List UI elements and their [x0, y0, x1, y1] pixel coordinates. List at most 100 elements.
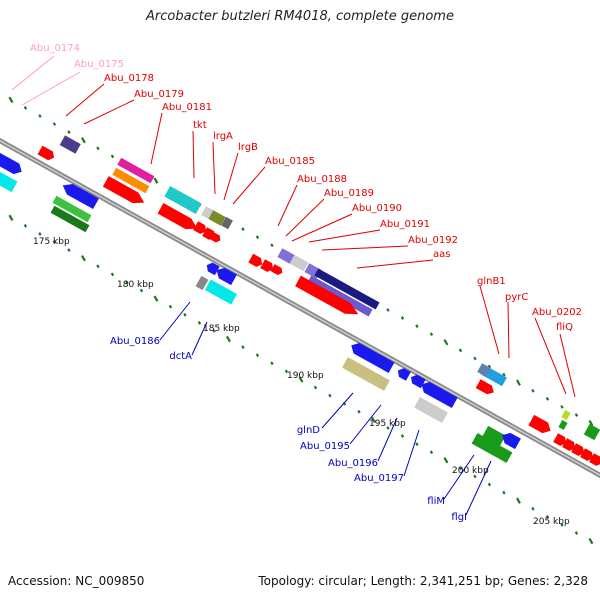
gene-block[interactable] — [471, 433, 513, 463]
gene-block[interactable] — [477, 363, 491, 377]
scale-label: 195 kbp — [369, 419, 406, 429]
gene-block[interactable] — [482, 425, 506, 447]
gene-block[interactable] — [561, 410, 571, 420]
gene-arrow[interactable] — [202, 227, 217, 242]
gene-block[interactable] — [342, 357, 390, 391]
gene-block[interactable] — [50, 205, 90, 233]
gene-block[interactable] — [414, 396, 448, 424]
gene-block[interactable] — [117, 157, 155, 184]
gene-label[interactable]: Abu_0197 — [354, 473, 404, 484]
tick-mark — [502, 490, 506, 495]
gene-arrow[interactable] — [475, 379, 497, 396]
label-leader-line — [534, 317, 567, 395]
gene-label[interactable]: Abu_0189 — [324, 188, 374, 199]
tick-mark — [502, 372, 506, 377]
label-leader-line — [83, 99, 135, 125]
gene-arrow[interactable] — [102, 176, 147, 208]
gene-label[interactable]: Abu_0191 — [380, 219, 430, 230]
gene-block[interactable] — [0, 169, 18, 193]
tick-mark — [153, 295, 159, 302]
topology-text: Topology: circular; Length: 2,341,251 bp… — [258, 574, 588, 588]
gene-label[interactable]: Abu_0174 — [30, 43, 80, 54]
gene-label[interactable]: Abu_0181 — [162, 102, 212, 113]
tick-mark — [168, 304, 173, 309]
label-leader-line — [11, 55, 55, 91]
tick-mark — [153, 177, 159, 184]
gene-label[interactable]: Abu_0188 — [297, 174, 347, 185]
tick-mark — [38, 114, 42, 118]
gene-arrow[interactable] — [499, 430, 521, 450]
gene-block[interactable] — [204, 279, 238, 305]
gene-label[interactable]: Abu_0192 — [408, 235, 458, 246]
gene-block[interactable] — [221, 216, 233, 230]
tick-mark — [371, 416, 376, 424]
gene-arrow[interactable] — [37, 145, 57, 163]
gene-arrow[interactable] — [204, 261, 220, 276]
gene-arrow[interactable] — [419, 379, 458, 408]
tick-mark — [96, 264, 100, 269]
gene-arrow[interactable] — [210, 232, 223, 244]
gene-block[interactable] — [314, 268, 380, 310]
gene-label[interactable]: glnB1 — [477, 276, 506, 287]
tick-mark — [516, 379, 521, 386]
gene-label[interactable]: Abu_0185 — [265, 156, 315, 167]
gene-arrow[interactable] — [580, 448, 595, 463]
gene-label[interactable]: dctA — [169, 351, 192, 362]
tick-mark — [313, 385, 318, 390]
gene-arrow[interactable] — [571, 443, 586, 458]
gene-label[interactable]: glnD — [297, 425, 320, 436]
gene-arrow[interactable] — [589, 453, 600, 468]
gene-label[interactable]: fliQ — [556, 322, 573, 333]
label-leader-line — [223, 152, 239, 201]
gene-block[interactable] — [112, 167, 150, 194]
gene-arrow[interactable] — [270, 264, 284, 276]
gene-arrow[interactable] — [214, 265, 237, 286]
gene-label[interactable]: Abu_0195 — [300, 441, 350, 452]
gene-label[interactable]: tkt — [193, 120, 207, 131]
gene-arrow[interactable] — [528, 414, 553, 436]
gene-arrow[interactable] — [157, 203, 201, 234]
label-leader-line — [479, 285, 500, 355]
label-leader-line — [308, 229, 381, 243]
gene-label[interactable]: pyrC — [505, 292, 528, 303]
gene-label[interactable]: Abu_0186 — [110, 336, 160, 347]
gene-label[interactable]: lrgB — [238, 142, 258, 153]
label-leader-line — [21, 71, 81, 106]
gene-label[interactable]: flgI — [451, 512, 467, 523]
gene-label[interactable]: aas — [433, 249, 450, 260]
tick-mark — [255, 353, 260, 358]
tick-mark — [226, 335, 231, 343]
gene-label[interactable]: lrgA — [213, 131, 233, 142]
gene-arrow[interactable] — [295, 275, 361, 320]
gene-arrow[interactable] — [395, 366, 411, 381]
gene-arrow[interactable] — [260, 259, 275, 274]
tick-mark — [255, 235, 260, 240]
gene-arrow[interactable] — [553, 433, 568, 448]
gene-block[interactable] — [164, 186, 202, 214]
gene-block[interactable] — [52, 195, 92, 223]
gene-block[interactable] — [277, 248, 295, 264]
gene-label[interactable]: Abu_0196 — [328, 458, 378, 469]
gene-block[interactable] — [307, 275, 373, 317]
gene-arrow[interactable] — [193, 221, 208, 236]
gene-block[interactable] — [583, 423, 600, 441]
gene-block[interactable] — [195, 275, 209, 291]
gene-arrow[interactable] — [0, 151, 25, 177]
gene-label[interactable]: Abu_0175 — [74, 59, 124, 70]
gene-arrow[interactable] — [248, 253, 264, 269]
gene-label[interactable]: Abu_0178 — [104, 73, 154, 84]
gene-arrow[interactable] — [348, 340, 395, 373]
gene-label[interactable]: Abu_0179 — [134, 89, 184, 100]
gene-label[interactable]: Abu_0202 — [532, 307, 582, 318]
gene-block[interactable] — [59, 135, 81, 154]
gene-block[interactable] — [558, 420, 568, 430]
label-leader-line — [559, 333, 576, 398]
tick-mark — [458, 348, 463, 353]
gene-block[interactable] — [289, 254, 309, 272]
tick-mark — [574, 531, 579, 535]
gene-block[interactable] — [208, 210, 226, 226]
gene-arrow[interactable] — [562, 438, 577, 453]
gene-arrow[interactable] — [60, 180, 99, 210]
gene-label[interactable]: Abu_0190 — [352, 203, 402, 214]
gene-label[interactable]: fliM — [427, 496, 445, 507]
